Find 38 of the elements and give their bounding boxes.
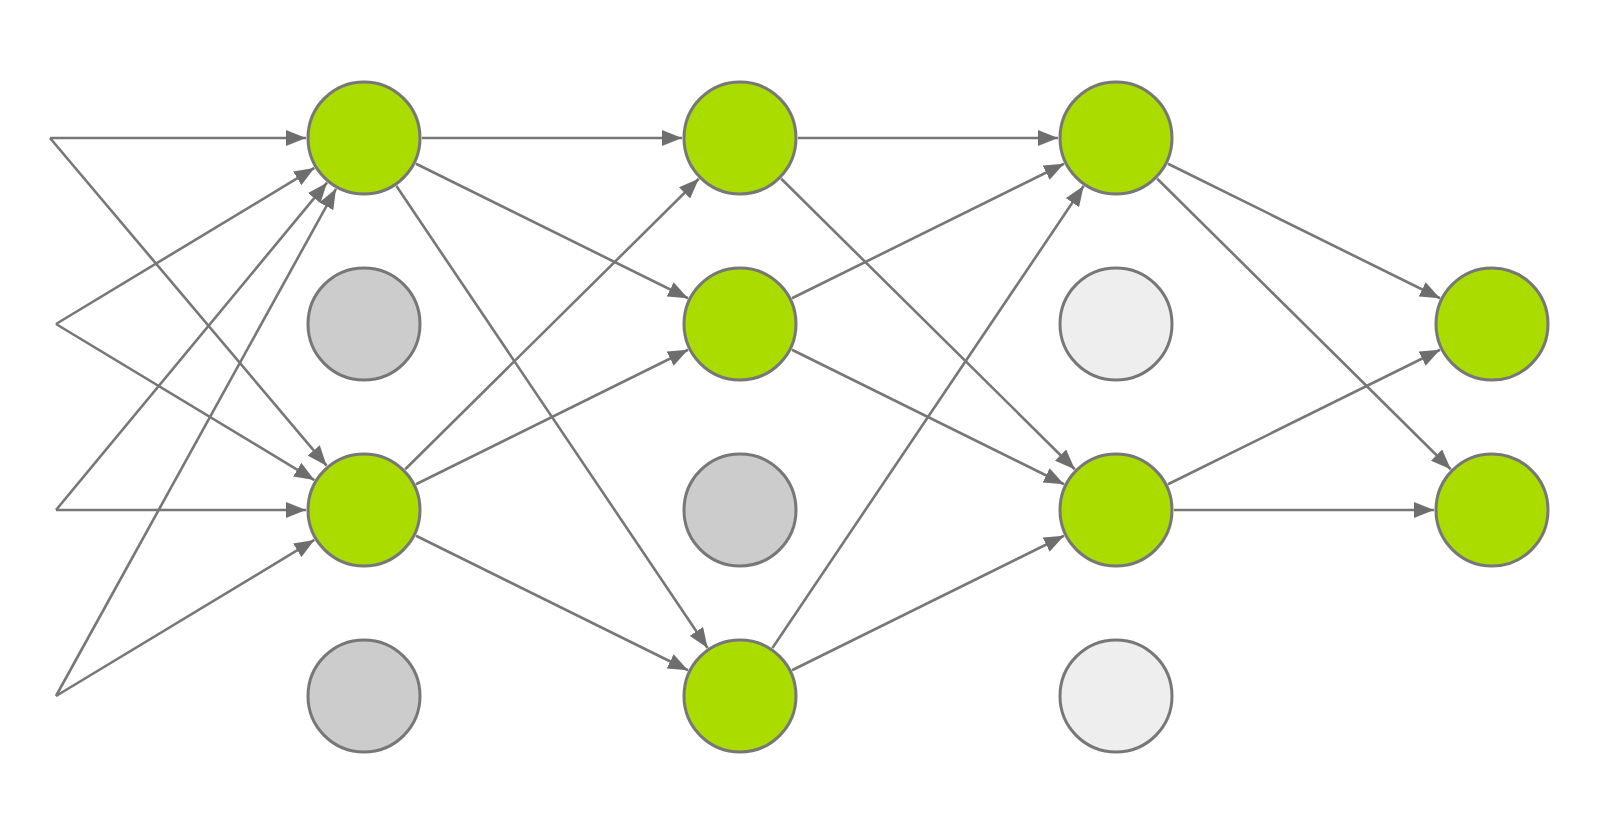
circle-node — [306, 80, 422, 196]
circle-node — [682, 452, 798, 568]
circle-node — [1434, 452, 1550, 568]
arrow — [50, 130, 306, 146]
circle-node — [1058, 266, 1174, 382]
arrow — [55, 538, 316, 698]
arrow — [1156, 177, 1452, 471]
arrow — [54, 188, 338, 697]
arrow — [395, 185, 709, 649]
arrow — [798, 130, 1058, 146]
arrow — [1174, 502, 1434, 518]
arrow — [404, 177, 700, 471]
arrow — [791, 162, 1065, 300]
arrow — [780, 177, 1076, 471]
arrow — [415, 534, 689, 672]
arrow — [55, 181, 328, 511]
arrow — [415, 348, 689, 486]
circle-node — [1058, 638, 1174, 754]
arrow — [415, 162, 689, 300]
arrow — [791, 348, 1065, 486]
arrow — [49, 137, 328, 467]
circle-node — [306, 266, 422, 382]
circle-node — [682, 80, 798, 196]
circle-node — [306, 452, 422, 568]
circle-node — [1058, 452, 1174, 568]
arrow — [56, 502, 306, 518]
arrow — [55, 166, 316, 326]
circle-node — [682, 266, 798, 382]
circle-node — [1434, 266, 1550, 382]
arrow — [771, 185, 1085, 649]
circle-node — [1058, 80, 1174, 196]
arrow — [55, 322, 316, 482]
circle-node — [682, 638, 798, 754]
circle-node — [306, 638, 422, 754]
arrow — [791, 534, 1065, 672]
arrow — [422, 130, 682, 146]
arrow — [1167, 348, 1441, 486]
arrow — [1167, 162, 1441, 300]
